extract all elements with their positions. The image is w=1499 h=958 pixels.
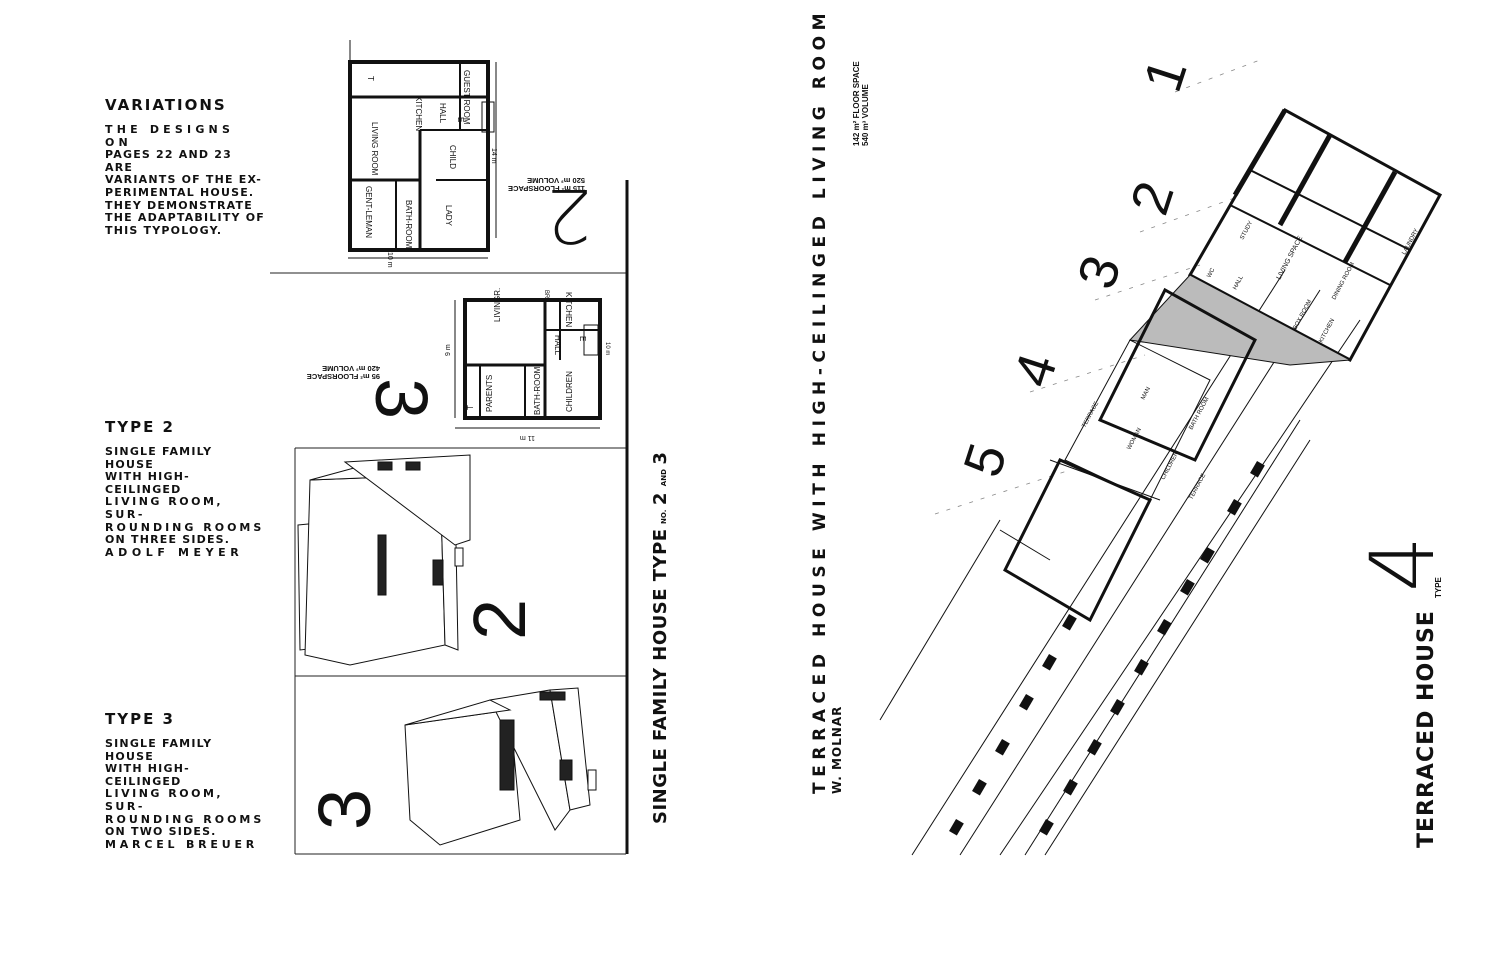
text-line: THE ADAPTABILITY OF: [105, 211, 265, 225]
plan-2: [348, 40, 497, 259]
room-label: BR: [543, 290, 549, 299]
seq-number: 4: [1002, 347, 1068, 394]
room-label: LIVINGR.: [493, 288, 502, 322]
room-label: CHILDREN: [1160, 451, 1180, 481]
room-label: BATH-ROOM: [404, 200, 413, 249]
room-label: KITCHEN: [1318, 318, 1336, 344]
plan-3-stats: 95 m² FLOORSPACE 420 m³ VOLUME: [307, 364, 380, 381]
room-label: T: [466, 405, 475, 410]
room-label: WC: [1206, 267, 1216, 279]
variations-heading: VARIATIONS: [105, 96, 227, 114]
type2-block: TYPE 2 SINGLE FAMILY HOUSE WITH HIGH-CEI…: [105, 418, 265, 559]
seq-number: 3: [1066, 249, 1132, 296]
room-label: KITCHEN: [564, 292, 573, 327]
terrace-windows: [949, 460, 1265, 836]
plan-2-stats: 115 m² FLOORSPACE 520 m³ VOLUME: [508, 176, 585, 193]
type2-text: SINGLE FAMILY HOUSE WITH HIGH-CEILINGED …: [105, 445, 265, 559]
room-label: HALL: [553, 335, 562, 356]
plan-2-number: 2: [545, 172, 592, 258]
dimension-label: 11 m: [520, 434, 535, 441]
text-line: THEY DEMONSTRATE: [105, 198, 253, 212]
sequence-guides: [934, 59, 1261, 515]
iso-house-2: [297, 454, 471, 666]
footer-title: TERRACED HOUSE: [1414, 610, 1439, 848]
dimension-label: 14 m: [490, 148, 497, 164]
volume: 520 m³ VOLUME: [527, 176, 585, 185]
seq-number: 2: [1119, 175, 1185, 222]
room-label: TERRACE: [1188, 473, 1207, 501]
room-label: HALL: [438, 103, 447, 124]
room-label: LIVING SPACE: [1276, 235, 1305, 281]
dimension-label: 10 m: [386, 252, 393, 268]
text-line: ADOLF MEYER: [105, 545, 244, 559]
room-label: BOX ROOM: [1292, 299, 1313, 331]
room-label: GENT-LEMAN: [364, 186, 373, 238]
room-label: STUDY: [1239, 220, 1254, 241]
room-label: LIVING ROOM: [370, 122, 379, 176]
plan-3-labels: KITCHEN HALL LIVINGR. PARENTS BATH-ROOM …: [445, 288, 610, 441]
text-line: VARIANTS OF THE EX-: [105, 173, 263, 187]
plan-3: [454, 298, 602, 429]
room-label: LADY: [444, 205, 453, 227]
text-line: SINGLE FAMILY HOUSE: [105, 737, 213, 763]
terrace-strips: [879, 269, 1361, 856]
seq-number: 1: [1132, 52, 1198, 99]
floor-space: 95 m² FLOORSPACE: [307, 372, 380, 381]
text-line: ON TWO SIDES.: [105, 825, 217, 839]
room-label: TERRACE: [1081, 401, 1100, 429]
text-line: PERIMENTAL HOUSE.: [105, 185, 255, 199]
plan-3-number: 3: [360, 378, 443, 419]
iso-number-2: 2: [458, 599, 541, 640]
room-label: PARENTS: [485, 375, 494, 412]
dimension-label: 9 m: [445, 344, 452, 356]
text-line: PAGES 22 AND 23 ARE: [105, 148, 232, 174]
plan-2-labels: KITCHEN GUEST ROOM HALL LIVING ROOM CHIL…: [364, 70, 497, 268]
room-label: GUEST ROOM: [462, 70, 471, 125]
middle-unit: [1003, 274, 1352, 623]
room-label: HALL: [1232, 274, 1245, 291]
variations-text: THE DESIGNS ON PAGES 22 AND 23 ARE VARIA…: [105, 123, 265, 237]
text-line: SINGLE FAMILY HOUSE: [105, 445, 213, 471]
variations-block: VARIATIONS THE DESIGNS ON PAGES 22 AND 2…: [105, 96, 265, 237]
room-label: BATH-ROOM: [533, 366, 542, 415]
room-label: MAN: [1140, 386, 1152, 401]
text-line: MARCEL BREUER: [105, 837, 259, 851]
footer-title-text: TERRACED HOUSE: [1414, 610, 1439, 848]
iso-number-3: 3: [303, 789, 386, 830]
room-label: T: [366, 76, 375, 81]
room-label: KITCHEN: [414, 96, 423, 131]
text-line: ROUNDING ROOMS: [105, 812, 265, 826]
text-line: WITH HIGH-CEILINGED: [105, 762, 190, 788]
room-label: E: [456, 117, 465, 122]
text-line: LIVING ROOM, SUR-: [105, 787, 224, 813]
room-label: CHILD: [448, 145, 457, 169]
type-label: TYPE: [1428, 577, 1446, 598]
volume: 420 m³ VOLUME: [322, 364, 380, 373]
iso-house-3: [404, 687, 597, 846]
seq-number: 5: [952, 437, 1018, 484]
room-label: DINING ROOM: [1331, 262, 1356, 301]
dimension-label: 10 m: [604, 342, 610, 355]
type3-text: SINGLE FAMILY HOUSE WITH HIGH-CEILINGED …: [105, 737, 265, 851]
text-line: WITH HIGH-CEILINGED: [105, 470, 190, 496]
middle-unit-labels: TERRACE WOMAN MAN CHILDREN BATH ROOM TER…: [1081, 386, 1210, 501]
text-line: ROUNDING ROOMS: [105, 520, 265, 534]
sequence-numbers: 1 2 3 4 5: [952, 52, 1198, 484]
type3-heading: TYPE 3: [105, 710, 175, 728]
room-label: CHILDREN: [565, 371, 574, 412]
text-line: THIS TYPOLOGY.: [105, 223, 223, 237]
type2-heading: TYPE 2: [105, 418, 175, 436]
floor-space: 115 m² FLOORSPACE: [508, 184, 585, 193]
text-line: THE DESIGNS ON: [105, 123, 235, 149]
text-line: LIVING ROOM, SUR-: [105, 495, 224, 521]
type-label-text: TYPE: [1434, 577, 1443, 598]
room-label: E: [578, 336, 587, 341]
text-line: ON THREE SIDES.: [105, 533, 231, 547]
type3-block: TYPE 3 SINGLE FAMILY HOUSE WITH HIGH-CEI…: [105, 710, 265, 851]
room-label: LAUNDRY: [1401, 228, 1420, 256]
frame-lines: [270, 272, 626, 855]
